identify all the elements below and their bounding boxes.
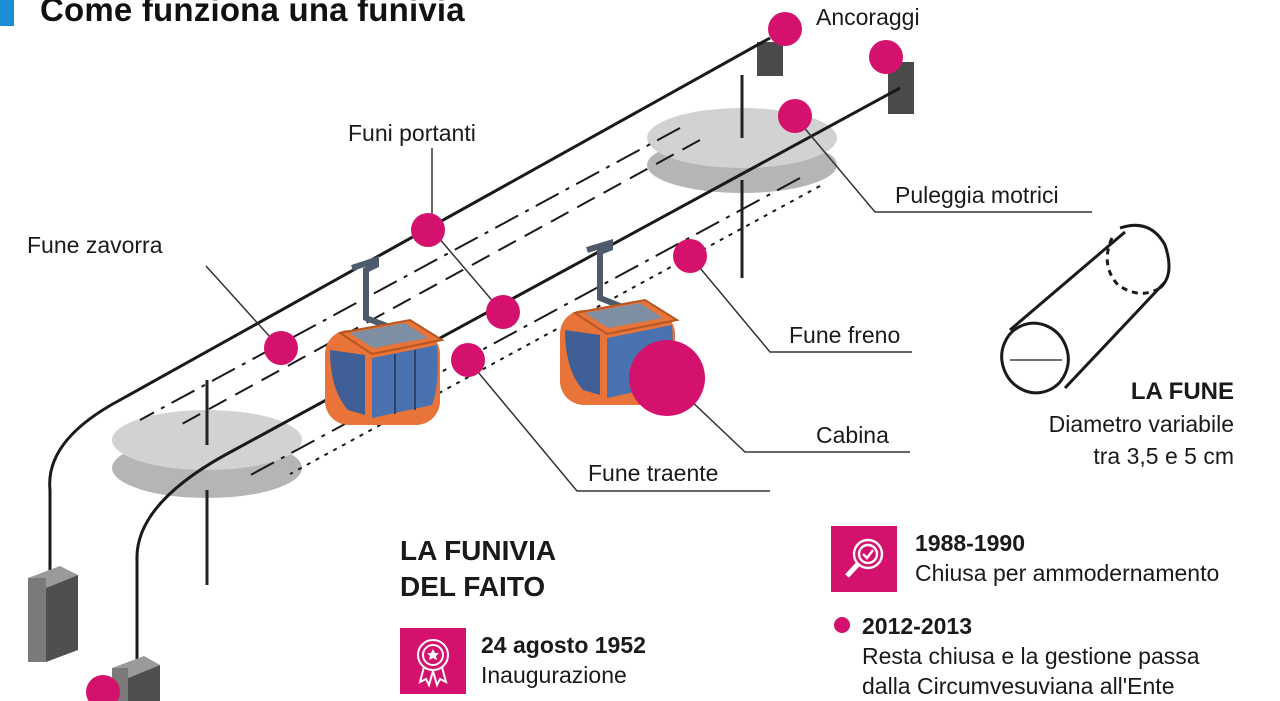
label-cabina: Cabina <box>816 422 889 448</box>
event-2-date: 1988-1990 <box>915 530 1025 556</box>
rope-heading: LA FUNE <box>1130 378 1234 405</box>
title-accent-bar <box>0 0 14 26</box>
magnifier-check-icon <box>831 526 897 592</box>
award-ribbon-icon <box>400 628 466 694</box>
rope-cylinder-icon <box>1000 223 1171 395</box>
funivia-heading-line-1: LA FUNIVIA <box>400 535 557 566</box>
label-fune-freno: Fune freno <box>789 322 901 348</box>
dashed-ropes <box>139 127 821 479</box>
event-gestione: 2012-2013 Resta chiusa e la gestione pas… <box>862 611 1200 701</box>
label-puleggia-motrici: Puleggia motrici <box>895 182 1059 208</box>
track-rope-1 <box>48 36 771 570</box>
bullet-dot-icon <box>834 617 850 633</box>
lower-pulley <box>112 380 302 585</box>
rope-line-1: Diametro variabile <box>1048 411 1234 437</box>
event-1-date: 24 agosto 1952 <box>481 632 646 658</box>
label-fune-traente: Fune traente <box>588 460 719 486</box>
event-ammodernamento: 1988-1990 Chiusa per ammodernamento <box>915 528 1219 588</box>
anchor-block-1 <box>757 42 783 76</box>
counterweight-1 <box>28 566 78 662</box>
cabin-left <box>325 255 445 425</box>
funivia-heading: LA FUNIVIA DEL FAITO <box>400 533 556 605</box>
label-funi-portanti: Funi portanti <box>348 120 476 146</box>
event-1-text: Inaugurazione <box>481 662 627 688</box>
event-inaugurazione: 24 agosto 1952 Inaugurazione <box>481 630 646 690</box>
event-2-text: Chiusa per ammodernamento <box>915 560 1220 586</box>
rope-info: LA FUNE Diametro variabile tra 3,5 e 5 c… <box>1049 376 1234 472</box>
page-title: Come funziona una funivia <box>40 0 465 28</box>
track-rope-2 <box>135 86 901 665</box>
funivia-heading-line-2: DEL FAITO <box>400 571 546 602</box>
event-3-text-1: Resta chiusa e la gestione passa <box>862 643 1200 669</box>
event-3-date: 2012-2013 <box>862 613 972 639</box>
callout-markers <box>86 12 903 701</box>
label-fune-zavorra: Fune zavorra <box>27 232 163 258</box>
event-3-text-2: dalla Circumvesuviana all'Ente <box>862 673 1175 699</box>
rope-line-2: tra 3,5 e 5 cm <box>1093 443 1234 469</box>
label-ancoraggi: Ancoraggi <box>816 4 920 30</box>
